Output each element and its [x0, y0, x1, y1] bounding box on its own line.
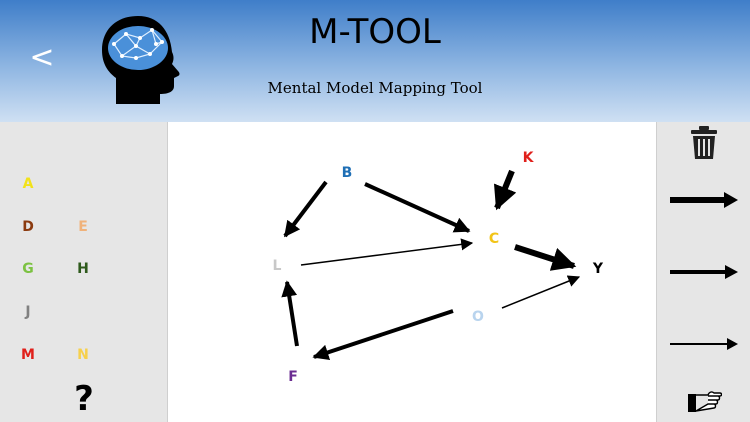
palette-item-a[interactable]: A	[22, 176, 34, 192]
pointing-hand-icon[interactable]	[688, 390, 722, 414]
trash-icon[interactable]	[688, 126, 720, 160]
map-node-b[interactable]: B	[341, 165, 353, 181]
connection-layer	[281, 169, 581, 361]
app-title: M-TOOL	[309, 12, 441, 52]
map-node-y[interactable]: Y	[592, 261, 604, 277]
palette-item-d[interactable]: D	[22, 219, 34, 235]
thin-arrow-icon[interactable]	[670, 334, 738, 354]
back-button[interactable]: <	[29, 40, 55, 75]
arrow-l-to-c[interactable]	[300, 238, 474, 266]
tool-panel	[656, 122, 750, 422]
mapping-canvas[interactable]: B K C Y L O F	[168, 122, 656, 422]
header-bar: < M-TOOL Mental Model Mapping Tool	[0, 0, 750, 122]
map-node-o[interactable]: O	[472, 309, 484, 325]
palette-item-g[interactable]: G	[22, 261, 34, 277]
map-node-c[interactable]: C	[488, 231, 500, 247]
help-button[interactable]: ?	[74, 379, 94, 419]
map-node-k[interactable]: K	[522, 150, 534, 166]
arrow-c-to-y[interactable]	[514, 244, 577, 271]
palette-item-n[interactable]: N	[77, 347, 89, 363]
palette-item-m[interactable]: M	[21, 347, 35, 363]
palette-item-h[interactable]: H	[77, 261, 89, 277]
map-node-l[interactable]: L	[272, 258, 282, 274]
arrow-f-to-l[interactable]	[281, 280, 299, 347]
concept-palette: A D E G H J M N ?	[0, 122, 168, 422]
arrow-k-to-c[interactable]	[493, 169, 517, 211]
palette-item-j[interactable]: J	[25, 304, 31, 320]
palette-item-e[interactable]: E	[78, 219, 88, 235]
app-subtitle: Mental Model Mapping Tool	[267, 79, 483, 97]
arrow-o-to-y[interactable]	[501, 275, 581, 309]
thick-arrow-icon[interactable]	[670, 190, 738, 210]
arrow-b-to-c[interactable]	[364, 182, 471, 233]
medium-arrow-icon[interactable]	[670, 262, 738, 282]
arrow-o-to-f[interactable]	[312, 309, 454, 361]
map-node-f[interactable]: F	[288, 369, 298, 385]
arrow-b-to-l[interactable]	[283, 180, 328, 238]
brain-head-logo	[102, 16, 180, 104]
